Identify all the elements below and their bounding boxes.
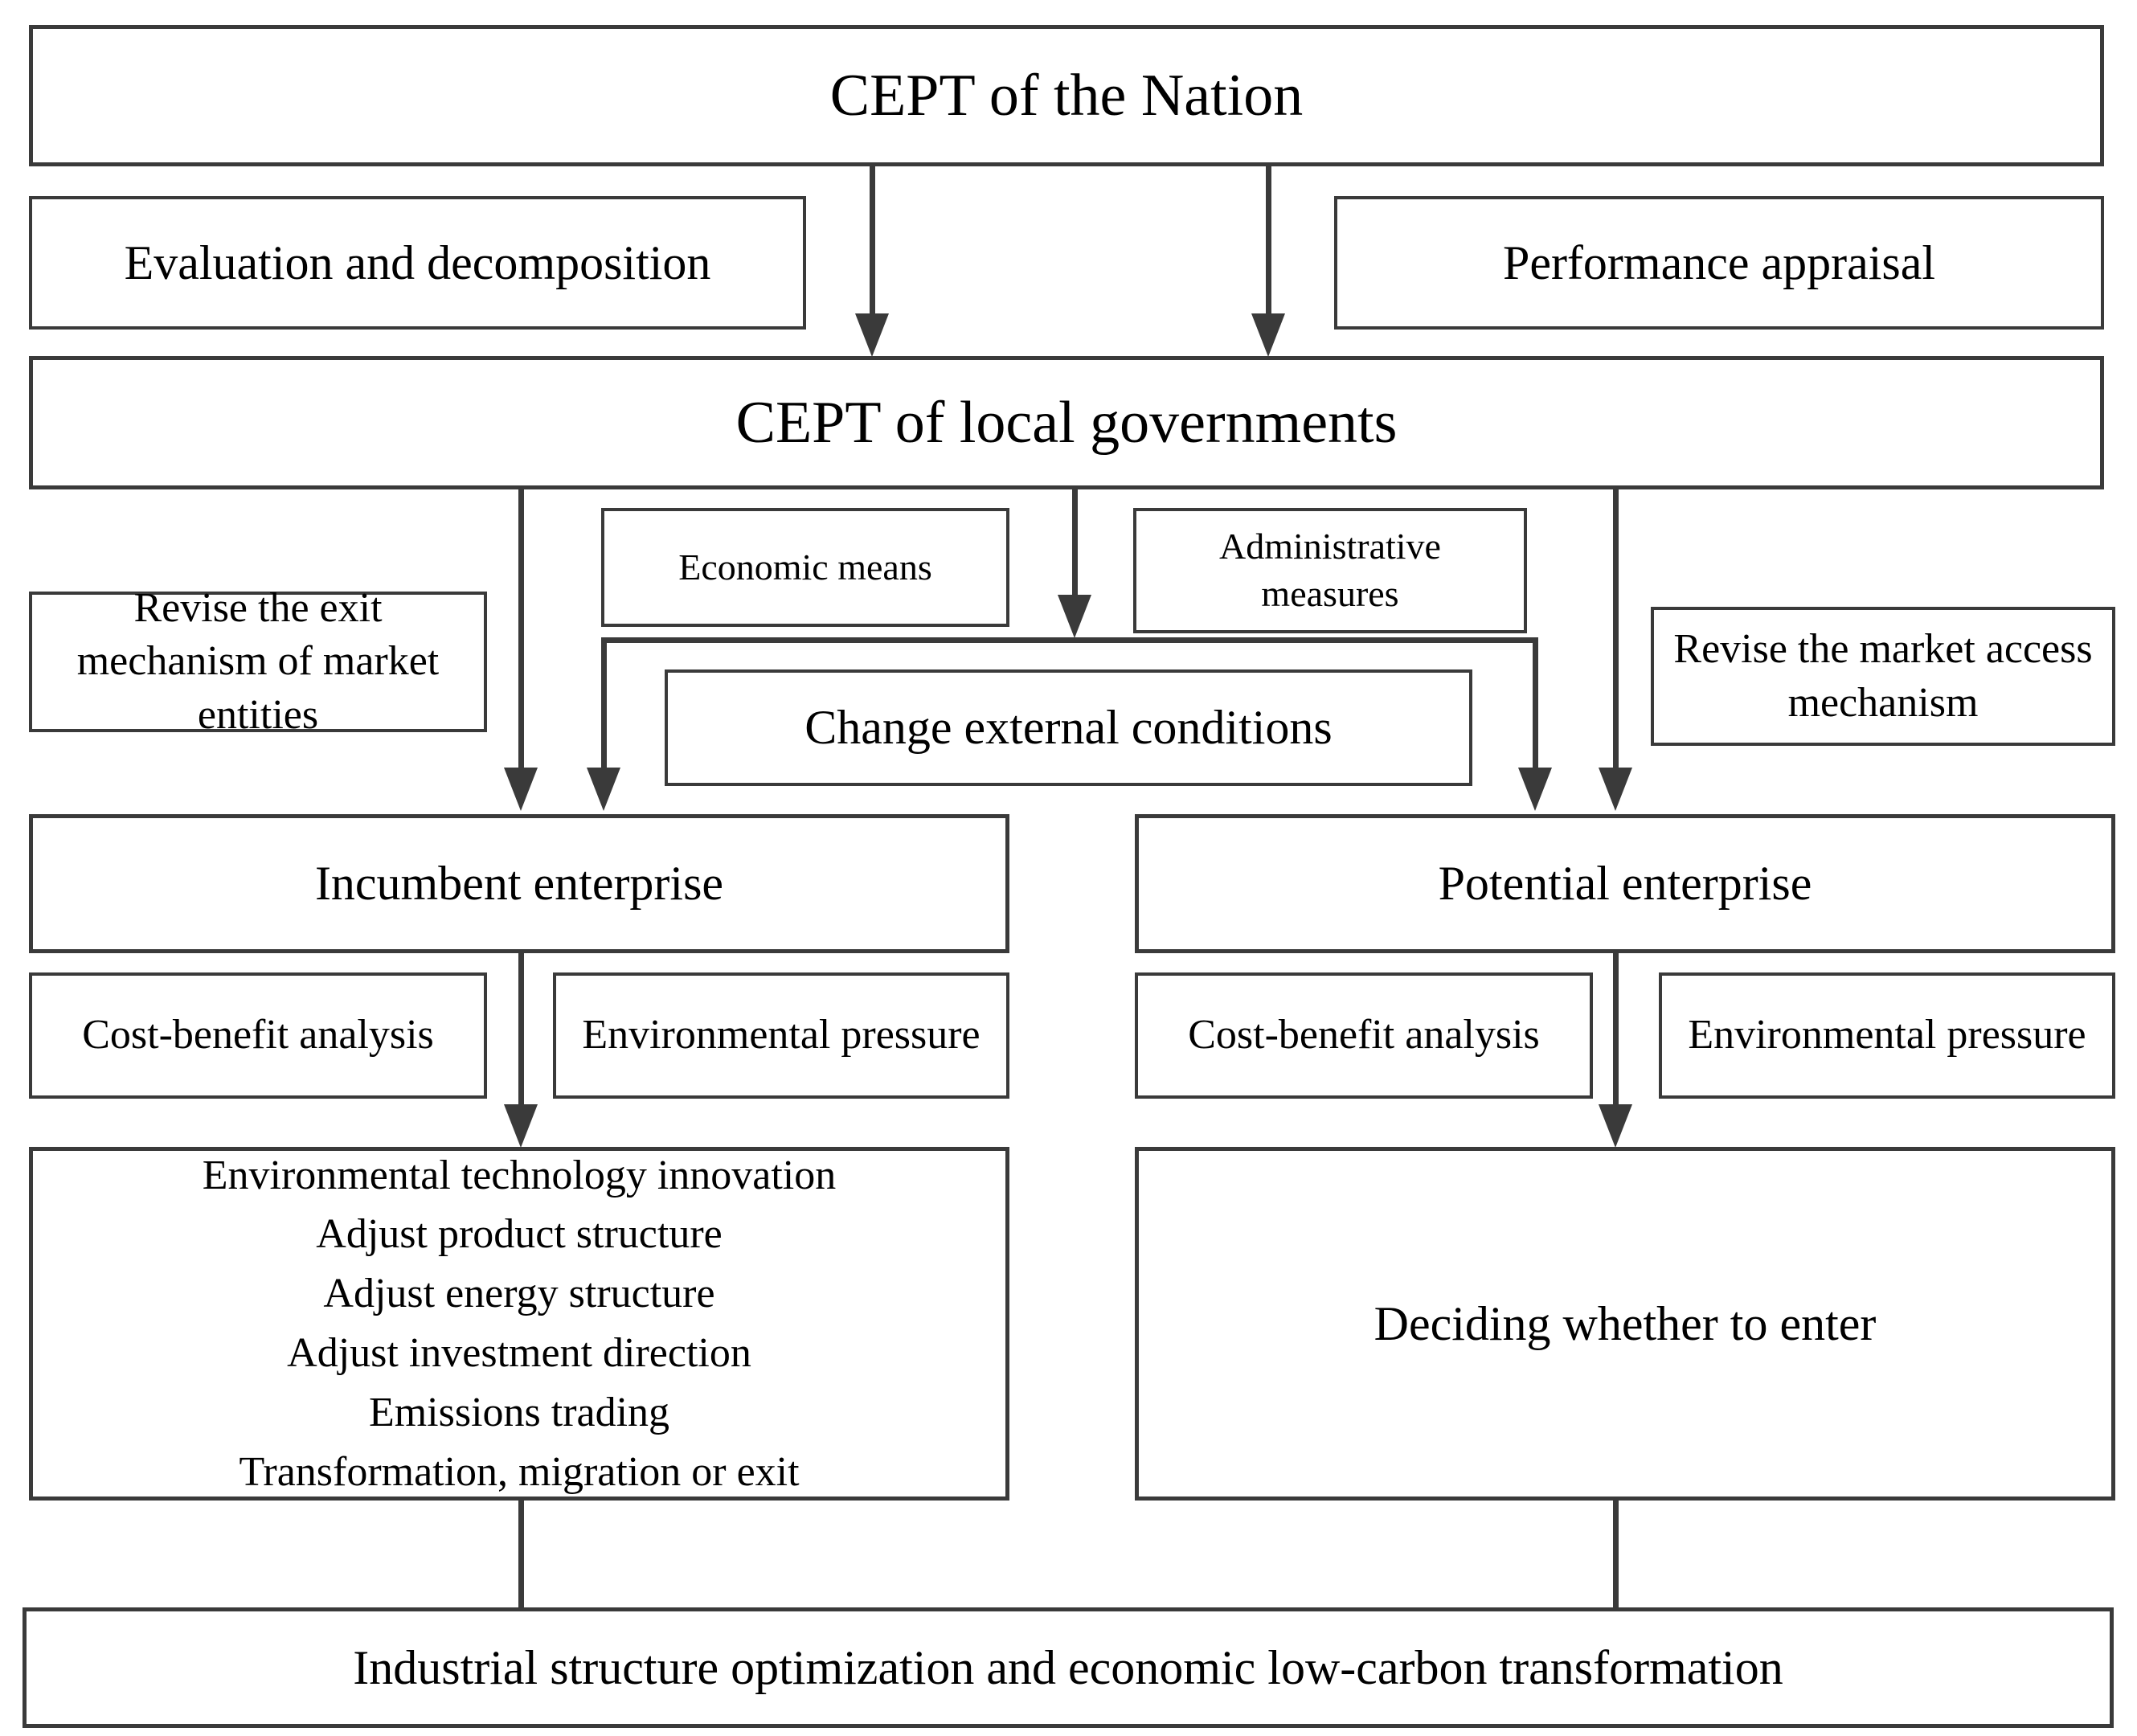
node-change-external-conditions-label: Change external conditions xyxy=(804,701,1333,755)
arrowhead-local-to-incumbent-outer xyxy=(504,768,538,811)
node-cept-of-the-nation-label: CEPT of the Nation xyxy=(829,62,1304,129)
node-incumbent-actions-list[interactable]: Environmental technology innovation Adju… xyxy=(29,1147,1009,1501)
node-change-external-conditions[interactable]: Change external conditions xyxy=(665,669,1472,786)
connector-local-to-change-conditions xyxy=(1072,488,1078,596)
node-revise-market-access[interactable]: Revise the market access mechanism xyxy=(1651,607,2115,746)
node-incumbent-actions-list-label: Environmental technology innovation Adju… xyxy=(202,1152,837,1495)
node-evaluation-and-decomposition[interactable]: Evaluation and decomposition xyxy=(29,196,806,330)
node-performance-appraisal[interactable]: Performance appraisal xyxy=(1334,196,2104,330)
node-deciding-whether-to-enter[interactable]: Deciding whether to enter xyxy=(1135,1147,2115,1501)
node-environmental-pressure-left[interactable]: Environmental pressure xyxy=(553,972,1009,1099)
arrowhead-bus-drop-right xyxy=(1518,768,1552,811)
node-economic-means[interactable]: Economic means xyxy=(601,508,1009,627)
node-potential-enterprise-label: Potential enterprise xyxy=(1438,857,1812,911)
node-potential-enterprise[interactable]: Potential enterprise xyxy=(1135,814,2115,953)
connector-nation-to-local-right xyxy=(1266,165,1271,326)
node-environmental-pressure-right-label: Environmental pressure xyxy=(1688,1012,2086,1058)
node-administrative-measures[interactable]: Administrative measures xyxy=(1133,508,1527,633)
node-cost-benefit-analysis-right-label: Cost-benefit analysis xyxy=(1188,1012,1540,1058)
node-environmental-pressure-right[interactable]: Environmental pressure xyxy=(1659,972,2115,1099)
node-revise-exit-mechanism[interactable]: Revise the exit mechanism of market enti… xyxy=(29,585,487,738)
connector-bus-drop-right xyxy=(1533,637,1538,770)
arrowhead-bus-drop-left xyxy=(587,768,620,811)
connector-nation-to-local-left xyxy=(870,165,875,326)
node-economic-means-label: Economic means xyxy=(678,546,932,588)
connector-bus-drop-left xyxy=(601,637,607,770)
arrowhead-local-to-potential-outer xyxy=(1599,768,1632,811)
arrowhead-nation-to-local-right xyxy=(1251,313,1285,357)
node-deciding-whether-to-enter-label: Deciding whether to enter xyxy=(1373,1296,1877,1350)
node-revise-exit-mechanism-label: Revise the exit mechanism of market enti… xyxy=(76,584,440,738)
node-performance-appraisal-label: Performance appraisal xyxy=(1502,235,1936,289)
connector-actions-to-final xyxy=(518,1501,524,1653)
node-evaluation-and-decomposition-label: Evaluation and decomposition xyxy=(124,235,711,289)
connector-deciding-to-final xyxy=(1613,1501,1619,1653)
node-final-outcome-label: Industrial structure optimization and ec… xyxy=(353,1640,1783,1694)
node-environmental-pressure-left-label: Environmental pressure xyxy=(582,1012,980,1058)
node-cost-benefit-analysis-right[interactable]: Cost-benefit analysis xyxy=(1135,972,1593,1099)
node-cost-benefit-analysis-left-label: Cost-benefit analysis xyxy=(82,1012,434,1058)
connector-potential-to-deciding xyxy=(1613,953,1619,1114)
connector-local-to-incumbent-outer xyxy=(518,488,524,769)
node-cept-of-the-nation[interactable]: CEPT of the Nation xyxy=(29,25,2104,166)
connector-bus-change-conditions xyxy=(601,637,1538,643)
node-cost-benefit-analysis-left[interactable]: Cost-benefit analysis xyxy=(29,972,487,1099)
arrowhead-potential-to-deciding xyxy=(1599,1104,1632,1148)
node-revise-market-access-label: Revise the market access mechanism xyxy=(1673,625,2093,726)
arrowhead-local-to-change-conditions xyxy=(1058,595,1091,638)
node-incumbent-enterprise-label: Incumbent enterprise xyxy=(314,857,724,911)
connector-local-to-potential-outer xyxy=(1613,488,1619,769)
node-incumbent-enterprise[interactable]: Incumbent enterprise xyxy=(29,814,1009,953)
connector-incumbent-to-actions xyxy=(518,953,524,1114)
node-cept-of-local-governments[interactable]: CEPT of local governments xyxy=(29,356,2104,489)
node-administrative-measures-label: Administrative measures xyxy=(1219,526,1441,614)
arrowhead-nation-to-local-left xyxy=(855,313,889,357)
node-final-outcome[interactable]: Industrial structure optimization and ec… xyxy=(23,1607,2114,1728)
node-cept-of-local-governments-label: CEPT of local governments xyxy=(735,389,1398,456)
arrowhead-incumbent-to-actions xyxy=(504,1104,538,1148)
